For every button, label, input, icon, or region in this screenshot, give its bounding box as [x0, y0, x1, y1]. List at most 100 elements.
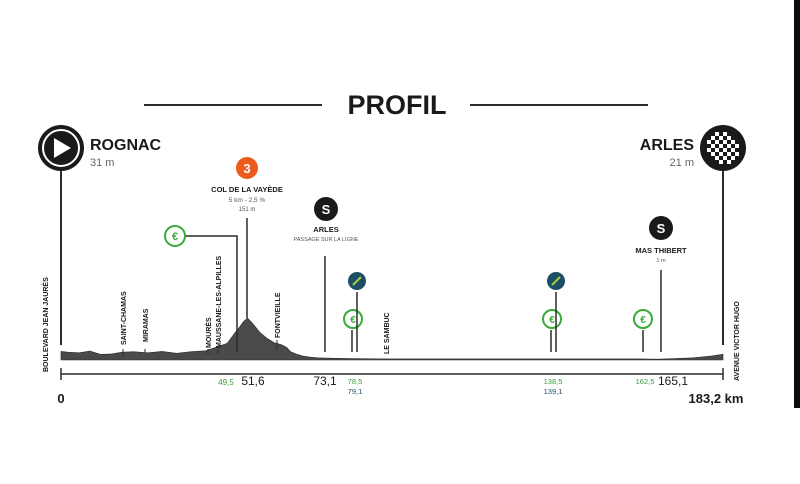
- checker-square: [731, 156, 735, 160]
- sprint-km-label: 73,1: [313, 374, 337, 388]
- feed-km-label: 49,5: [218, 378, 234, 387]
- checker-square: [711, 136, 715, 140]
- checker-square: [711, 144, 715, 148]
- checker-square: [719, 148, 723, 152]
- right-edge-bar: [794, 0, 800, 408]
- feed-zone-glyph: €: [549, 315, 555, 326]
- checker-square: [723, 152, 727, 156]
- finish-marker: [700, 125, 746, 171]
- checker-square: [727, 136, 731, 140]
- checker-square: [715, 144, 719, 148]
- sprint-km-label: 165,1: [658, 374, 688, 388]
- sprint-note: 1 m: [656, 258, 666, 264]
- checker-square: [727, 152, 731, 156]
- checker-square: [711, 156, 715, 160]
- page-title: PROFIL: [348, 90, 447, 120]
- checker-square: [731, 152, 735, 156]
- checker-square: [735, 152, 739, 156]
- feed-zone-icon: [164, 225, 186, 247]
- elevation-profile-area: [60, 317, 724, 361]
- sprint-name: ARLES: [313, 225, 338, 234]
- bottle-zone-stripe: [551, 276, 561, 286]
- checker-square: [723, 132, 727, 136]
- checker-square: [715, 132, 719, 136]
- checker-square: [727, 156, 731, 160]
- checker-square: [727, 132, 731, 136]
- feed-zone-glyph: €: [350, 315, 356, 326]
- sprint-icon: [314, 197, 338, 221]
- feed-km-label: 138,5: [544, 377, 563, 386]
- checkered-flag-icon: [707, 132, 739, 164]
- checker-square: [711, 152, 715, 156]
- checker-square: [723, 136, 727, 140]
- play-icon: [54, 138, 71, 158]
- checker-square: [715, 152, 719, 156]
- checker-square: [723, 140, 727, 144]
- climb-detail: 5 km - 2,5 %: [229, 197, 266, 204]
- checker-square: [719, 156, 723, 160]
- checker-square: [735, 140, 739, 144]
- checker-square: [715, 148, 719, 152]
- finish-altitude: 21 m: [670, 157, 694, 169]
- checker-square: [731, 136, 735, 140]
- checker-square: [715, 160, 719, 164]
- climb-altitude: 151 m: [239, 207, 256, 213]
- place-label-miramas: MIRAMAS: [143, 308, 150, 342]
- checker-square: [735, 144, 739, 148]
- checker-square: [723, 148, 727, 152]
- place-label-saint-chamas: SAINT-CHAMAS: [121, 291, 128, 345]
- start-altitude: 31 m: [90, 157, 114, 169]
- checker-square: [715, 136, 719, 140]
- km-finish-label: 183,2 km: [689, 391, 744, 406]
- sprint-icon: [649, 216, 673, 240]
- checker-square: [707, 140, 711, 144]
- checker-square: [719, 152, 723, 156]
- start-road-label: BOULEVARD JEAN JAURÈS: [41, 277, 50, 372]
- checker-square: [731, 140, 735, 144]
- checker-square: [735, 148, 739, 152]
- checker-square: [727, 144, 731, 148]
- checker-square: [715, 156, 719, 160]
- checker-square: [707, 148, 711, 152]
- checker-square: [719, 140, 723, 144]
- checker-square: [719, 160, 723, 164]
- checker-square: [723, 156, 727, 160]
- start-marker: [38, 125, 84, 171]
- start-city: ROGNAC: [90, 137, 162, 154]
- place-label-le-sambuc: LE SAMBUC: [384, 312, 391, 354]
- checker-square: [707, 152, 711, 156]
- bottle-zone-stripe: [352, 276, 362, 286]
- finish-road-label: AVENUE VICTOR HUGO: [734, 301, 741, 381]
- climb-km-label: 51,6: [241, 374, 265, 388]
- feed-zone-glyph: €: [172, 231, 178, 243]
- checker-square: [719, 144, 723, 148]
- checker-square: [711, 148, 715, 152]
- checker-square: [707, 144, 711, 148]
- feed-zone-leader: [186, 235, 238, 352]
- checker-square: [723, 144, 727, 148]
- checker-square: [727, 140, 731, 144]
- place-label-moures: MOURÈS: [204, 317, 213, 348]
- place-label-maussane: MAUSSANE-LES-ALPILLES: [216, 256, 223, 349]
- km-start-label: 0: [57, 391, 64, 406]
- feed-zone-glyph: €: [640, 315, 646, 326]
- feed-km-label-2: 79,1: [348, 387, 363, 396]
- sprint-glyph: S: [322, 202, 331, 217]
- checker-square: [723, 160, 727, 164]
- sprint-name: MAS THIBERT: [635, 246, 687, 255]
- climb-name: COL DE LA VAYÈDE: [211, 185, 283, 194]
- feed-km-label-2: 139,1: [544, 387, 563, 396]
- checker-square: [715, 140, 719, 144]
- feed-km-label: 162,5: [636, 377, 655, 386]
- climb-category-badge: [236, 157, 258, 179]
- climb-category: 3: [243, 161, 250, 176]
- feed-km-label: 78,5: [348, 377, 363, 386]
- place-label-fontvieille: FONTVIEILLE: [275, 292, 282, 338]
- sprint-note: PASSAGE SUR LA LIGNE: [293, 237, 358, 243]
- checker-square: [711, 140, 715, 144]
- feed-zone-icon: [633, 309, 653, 329]
- checker-square: [719, 132, 723, 136]
- checker-square: [727, 148, 731, 152]
- start-icon-ring: [42, 129, 80, 167]
